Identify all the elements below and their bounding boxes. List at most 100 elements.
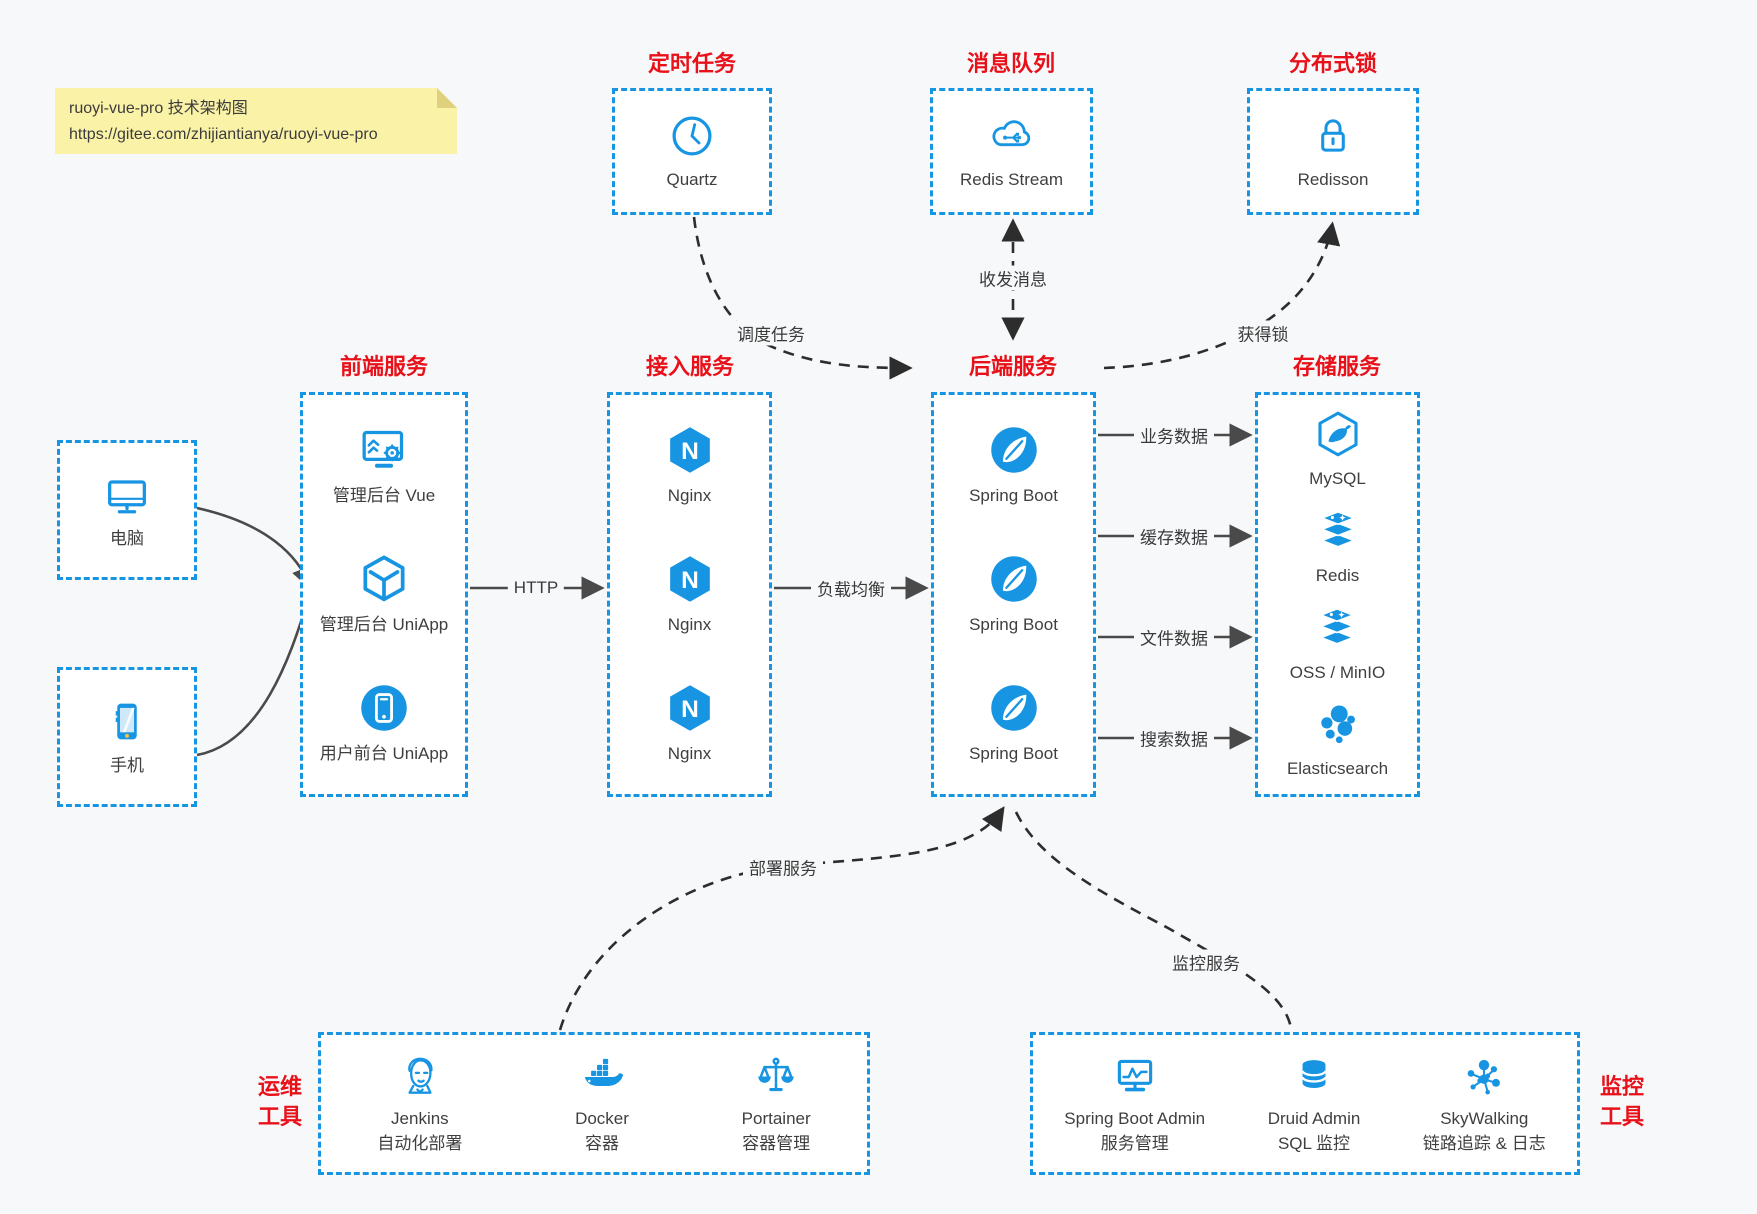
node-label: Elasticsearch: [1286, 759, 1389, 779]
node-jenkins: Jenkins 自动化部署: [377, 1051, 462, 1157]
node-label: Nginx: [667, 744, 712, 764]
edge-label-biz-data: 业务数据: [1134, 422, 1214, 448]
svg-text:N: N: [681, 567, 699, 594]
svg-text:N: N: [681, 438, 699, 465]
note-url: https://gitee.com/zhijiantianya/ruoyi-vu…: [69, 125, 378, 143]
node-label: Nginx: [667, 486, 712, 506]
node-nginx-2: N Nginx: [662, 551, 718, 638]
node-mysql: MySQL: [1309, 407, 1366, 492]
node-spring-boot-2: Spring Boot: [969, 551, 1058, 638]
node-redis: Redis: [1311, 504, 1365, 589]
node-label: OSS / MinIO: [1289, 662, 1386, 682]
node-label: Jenkins 自动化部署: [377, 1108, 463, 1154]
note-title: ruoyi-vue-pro 技术架构图: [69, 100, 248, 117]
elasticsearch-icon: [1321, 705, 1356, 744]
client-phone-box: 手机: [57, 667, 197, 807]
sticky-note: ruoyi-vue-pro 技术架构图 https://gitee.com/zh…: [55, 88, 457, 154]
node-oss-minio: OSS / MinIO: [1290, 601, 1385, 686]
node-label: Spring Boot Admin 服务管理: [1064, 1108, 1206, 1154]
node-docker: Docker 容器: [575, 1051, 629, 1157]
cube-icon: [363, 555, 405, 602]
ops-tools-group-box: Jenkins 自动化部署 Docker 容器: [318, 1032, 870, 1175]
clock-icon: [672, 116, 712, 156]
group-title-lock: 分布式锁: [1288, 51, 1378, 76]
edge-label-load-balance: 负载均衡: [811, 575, 891, 601]
node-label: 管理后台 UniApp: [319, 615, 449, 635]
node-spring-boot-3: Spring Boot: [969, 680, 1058, 767]
group-title-scheduled: 定时任务: [647, 51, 737, 76]
portainer-icon: [758, 1057, 794, 1091]
node-elasticsearch: Elasticsearch: [1287, 697, 1388, 782]
message-queue-group-box: Redis Stream: [930, 88, 1093, 215]
group-title-ops: 运维 工具: [257, 1074, 302, 1129]
node-portainer: Portainer 容器管理: [742, 1051, 811, 1157]
group-title-access: 接入服务: [645, 354, 735, 379]
node-label: 手机: [110, 755, 144, 775]
node-user-uniapp: 用户前台 UniApp: [320, 680, 448, 767]
druid-database-icon: [1301, 1059, 1327, 1088]
node-phone: 手机: [101, 696, 153, 779]
user-app-icon: [361, 685, 407, 731]
node-nginx-3: N Nginx: [662, 680, 718, 767]
node-redisson: Redisson: [1297, 110, 1369, 193]
node-label: Spring Boot: [969, 486, 1058, 506]
spring-boot-icon: [990, 556, 1037, 602]
node-redis-stream: Redis Stream: [960, 110, 1063, 193]
edge-label-monitor: 监控服务: [1166, 949, 1246, 975]
group-title-backend: 后端服务: [968, 354, 1058, 379]
edge-label-messaging: 收发消息: [973, 265, 1053, 291]
node-computer: 电脑: [101, 469, 153, 552]
nginx-icon: N: [669, 556, 710, 602]
spring-boot-icon: [990, 685, 1037, 731]
backend-services-group-box: Spring Boot Spring Boot Spring Boot: [931, 392, 1096, 797]
nginx-icon: N: [669, 685, 710, 731]
edge-label-acquire-lock: 获得锁: [1231, 320, 1295, 346]
node-admin-vue: 管理后台 Vue: [333, 422, 435, 509]
node-label: MySQL: [1309, 469, 1366, 489]
node-nginx-1: N Nginx: [662, 422, 718, 509]
skywalking-icon: [1467, 1059, 1501, 1094]
svg-text:N: N: [681, 696, 699, 723]
redis-stack-icon: [1319, 510, 1356, 548]
edge-label-schedule: 调度任务: [731, 320, 811, 346]
smartphone-icon: [115, 703, 137, 740]
node-spring-boot-admin: Spring Boot Admin 服务管理: [1064, 1051, 1205, 1157]
oss-stack-icon: [1319, 607, 1356, 645]
edge-label-http: HTTP: [507, 578, 565, 598]
edge-label-deploy: 部署服务: [743, 854, 823, 880]
spring-boot-icon: [990, 427, 1037, 473]
distributed-lock-group-box: Redisson: [1247, 88, 1419, 215]
node-label: Portainer 容器管理: [741, 1108, 811, 1154]
desktop-icon: [108, 480, 146, 514]
edge-label-cache-data: 缓存数据: [1134, 523, 1214, 549]
node-label: 用户前台 UniApp: [319, 744, 449, 764]
node-label: Spring Boot: [969, 615, 1058, 635]
lock-icon: [1321, 119, 1345, 152]
mysql-icon: [1317, 411, 1358, 457]
node-label: Spring Boot: [969, 744, 1058, 764]
arrow-acquire-lock: [1103, 221, 1341, 370]
client-computer-box: 电脑: [57, 440, 197, 580]
scheduled-task-group-box: Quartz: [612, 88, 772, 215]
edge-label-file-data: 文件数据: [1134, 624, 1214, 650]
node-admin-uniapp: 管理后台 UniApp: [320, 551, 448, 638]
node-spring-boot-1: Spring Boot: [969, 422, 1058, 509]
group-title-mq: 消息队列: [966, 51, 1056, 76]
node-label: Redisson: [1297, 170, 1369, 190]
node-label: Redis Stream: [960, 170, 1063, 190]
node-quartz: Quartz: [666, 110, 718, 193]
docker-icon: [584, 1058, 624, 1086]
frontend-services-group-box: 管理后台 Vue 管理后台 UniApp 用户前台 UniApp: [300, 392, 468, 797]
node-label: 电脑: [110, 528, 144, 548]
edge-label-search-data: 搜索数据: [1134, 725, 1214, 751]
group-title-monitoring: 监控 工具: [1600, 1074, 1645, 1129]
nginx-icon: N: [669, 427, 710, 473]
admin-vue-icon: [362, 431, 404, 469]
node-label: Quartz: [666, 170, 718, 190]
monitoring-tools-group-box: Spring Boot Admin 服务管理 Druid Admin SQL 监…: [1030, 1032, 1580, 1175]
arrow-computer-to-frontend: [196, 506, 314, 591]
group-title-frontend: 前端服务: [339, 354, 429, 379]
node-label: Nginx: [667, 615, 712, 635]
node-label: Docker 容器: [575, 1108, 629, 1154]
